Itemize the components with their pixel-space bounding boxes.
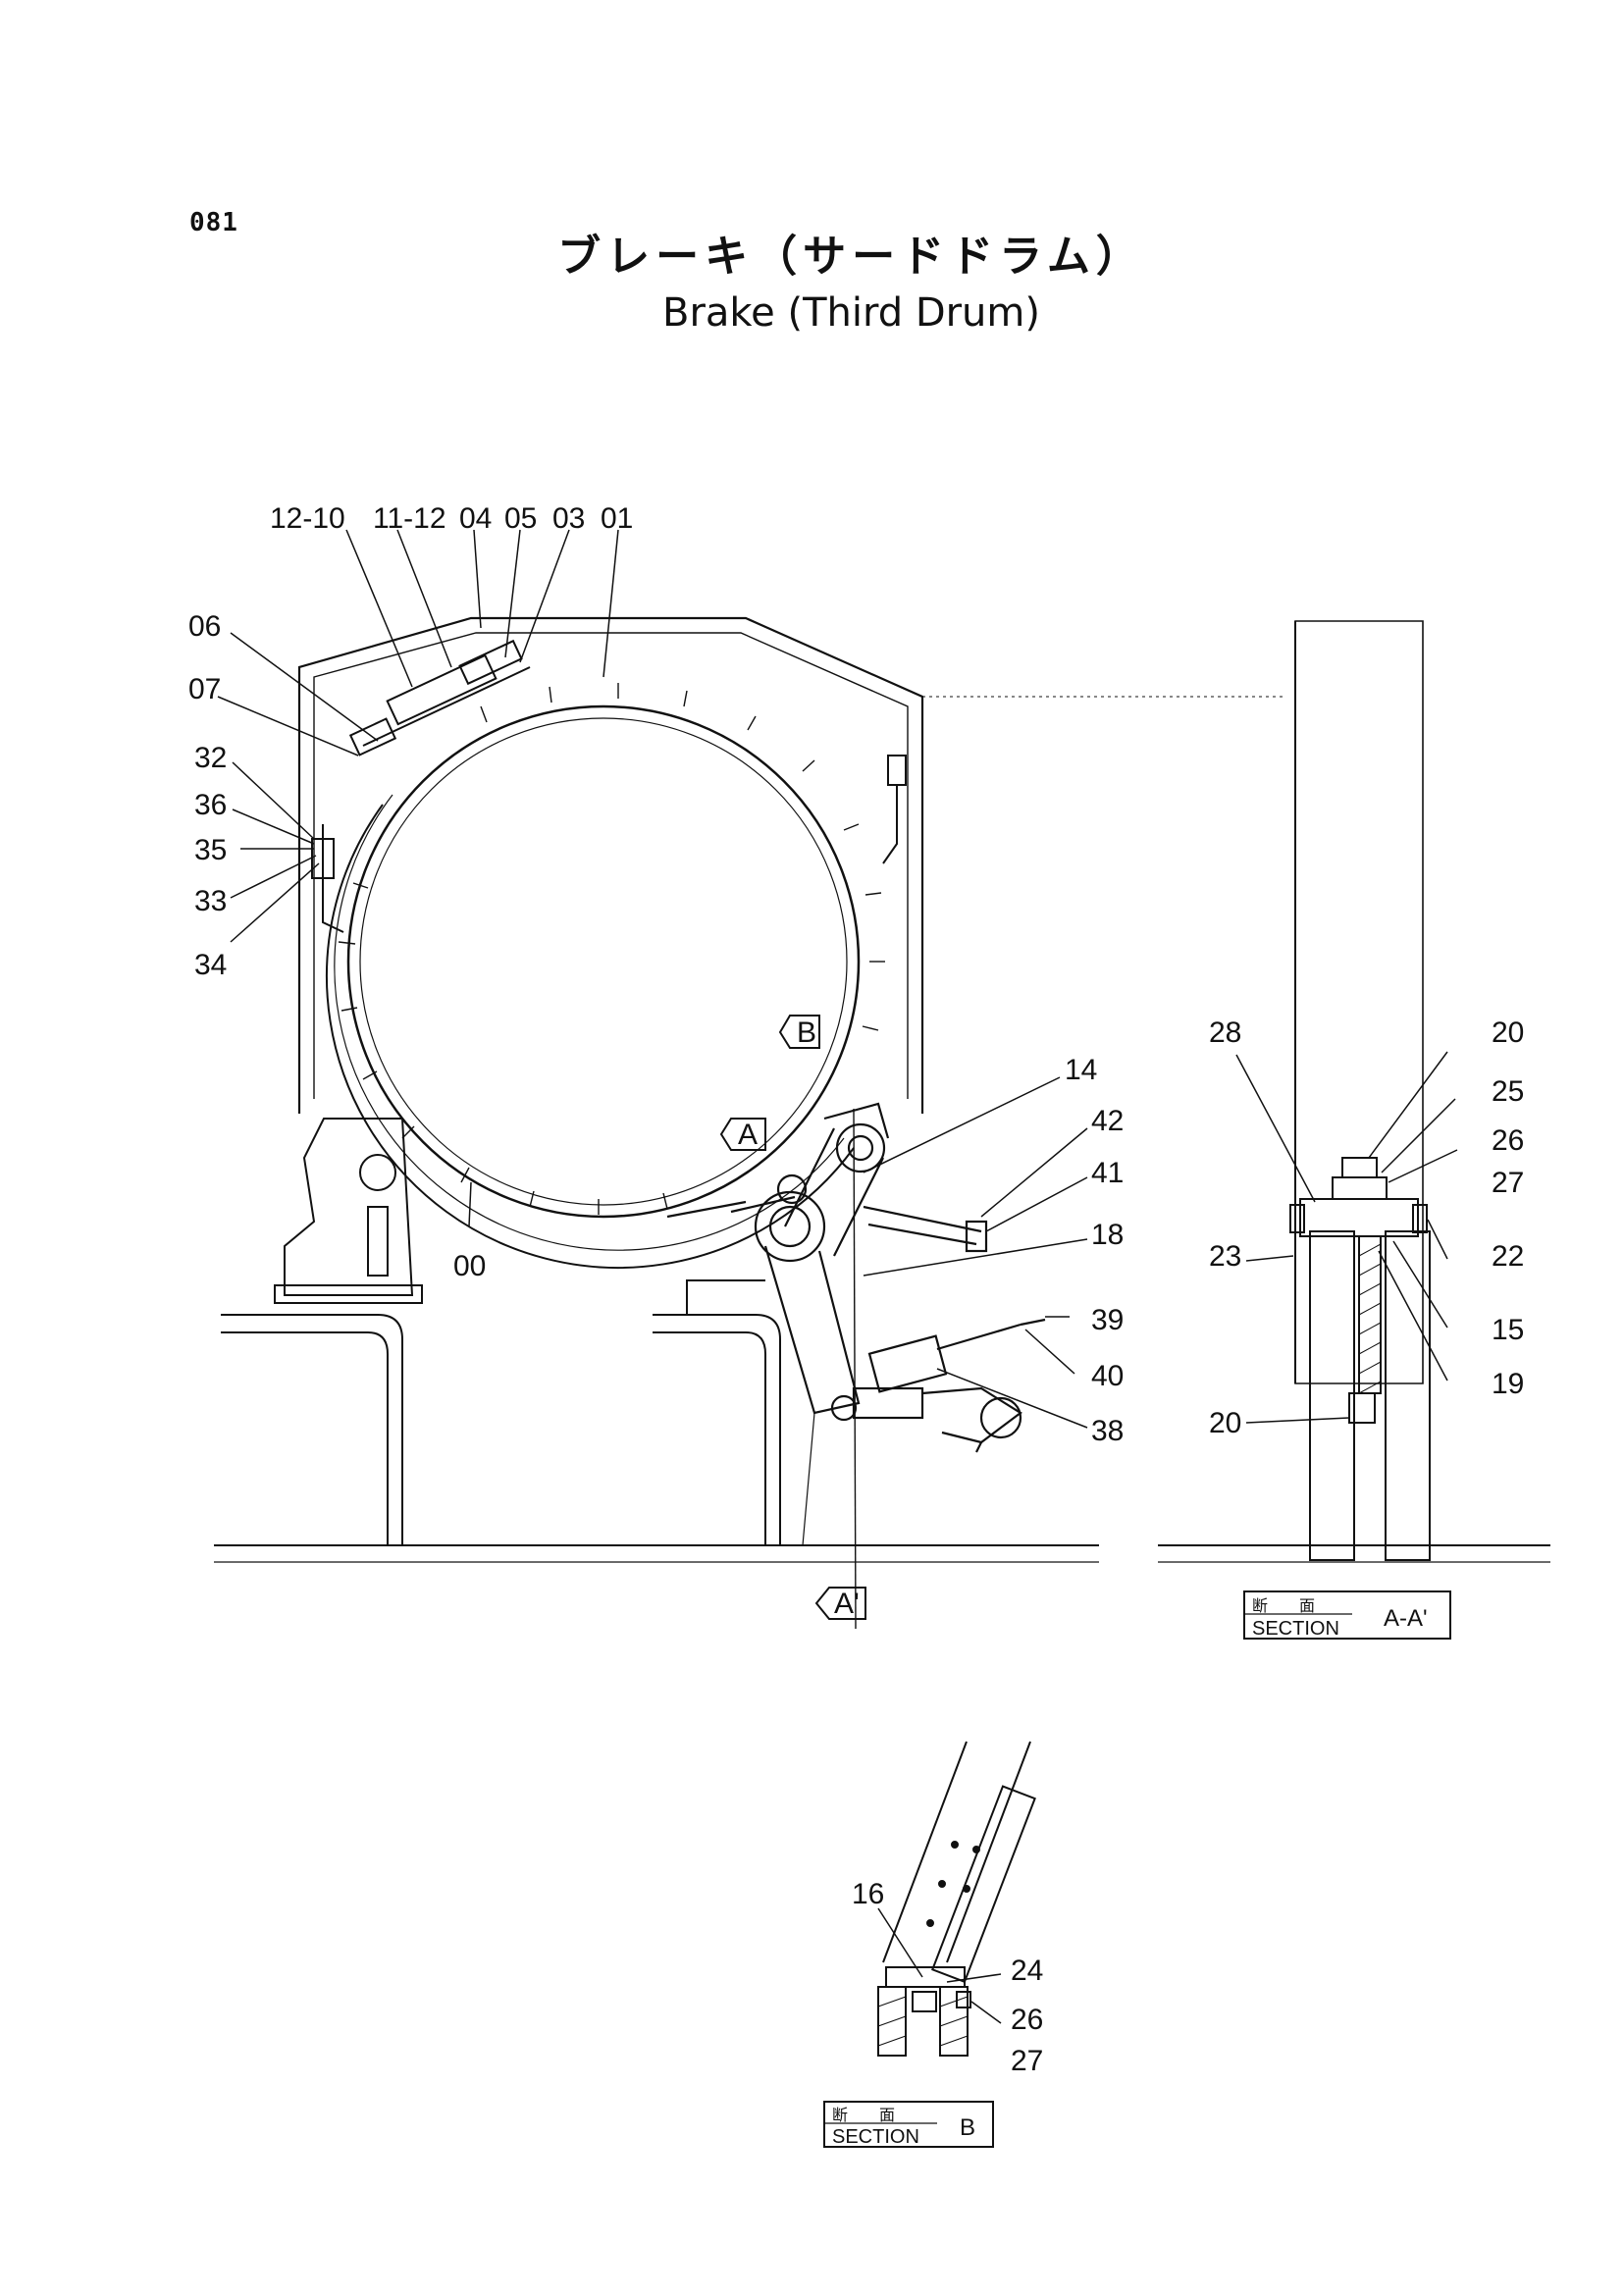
part-label: 27 [1011,2045,1043,2077]
part-label: 20 [1492,1017,1524,1049]
part-label: 35 [194,834,227,866]
title-japanese: ブレーキ（サードドラム） [557,232,1145,282]
title-english: Brake (Third Drum) [662,290,1040,336]
page-number: 081 [189,208,238,237]
part-label: 28 [1209,1017,1241,1049]
view-marker-a-label: A [738,1119,758,1151]
section-aa-view [1158,620,1550,1563]
part-label: 27 [1492,1167,1524,1199]
part-label: 38 [1091,1415,1124,1447]
view-marker-b-label: B [797,1017,816,1049]
part-label: 11-12 [373,502,446,535]
part-label: 19 [1492,1368,1524,1400]
part-label: 41 [1091,1157,1124,1189]
part-label: 36 [194,789,227,821]
section-aa-name: A-A' [1384,1605,1428,1632]
section-b-name: B [960,2114,975,2141]
main-view [214,616,1285,1630]
part-label: 24 [1011,1955,1043,1987]
part-label: 22 [1492,1240,1524,1273]
section-aa-title: 断 面 SECTION A-A' [1243,1590,1451,1640]
part-label: 18 [1091,1219,1124,1251]
part-label: 14 [1065,1054,1097,1086]
part-label: 03 [552,502,585,535]
section-aa-en: SECTION [1252,1618,1339,1640]
part-label: 33 [194,885,227,917]
part-label: 23 [1209,1240,1241,1273]
view-marker-a [719,1118,766,1151]
section-b-jp: 断 面 [832,2107,895,2124]
part-label: 25 [1492,1075,1524,1108]
leader-lines [217,529,1458,2024]
part-label: 26 [1492,1124,1524,1157]
part-label: 04 [459,502,492,535]
section-b-title: 断 面 SECTION B [823,2101,994,2148]
part-label: 34 [194,949,227,981]
section-aa-jp: 断 面 [1252,1597,1315,1615]
view-marker-b [778,1015,820,1049]
part-label: 26 [1011,2004,1043,2036]
part-label: 07 [188,673,221,705]
part-label: 05 [504,502,537,535]
part-labels: 12-10 11-12 04 05 03 01 06 07 32 36 35 3… [188,502,1524,2077]
part-label: 00 [453,1250,486,1282]
part-label: 15 [1492,1314,1524,1346]
part-label: 06 [188,610,221,643]
part-label: 40 [1091,1360,1124,1392]
part-label: 32 [194,742,227,774]
view-marker-a-prime [814,1587,866,1620]
view-marker-a-prime-label: A' [834,1588,860,1620]
section-b-en: SECTION [832,2126,919,2148]
section-b-view [877,1741,1036,2057]
part-label: 39 [1091,1304,1124,1336]
part-label: 42 [1091,1105,1124,1137]
part-label: 01 [601,502,633,535]
part-label: 12-10 [270,502,345,535]
part-label: 20 [1209,1407,1241,1439]
part-label: 16 [852,1878,884,1910]
